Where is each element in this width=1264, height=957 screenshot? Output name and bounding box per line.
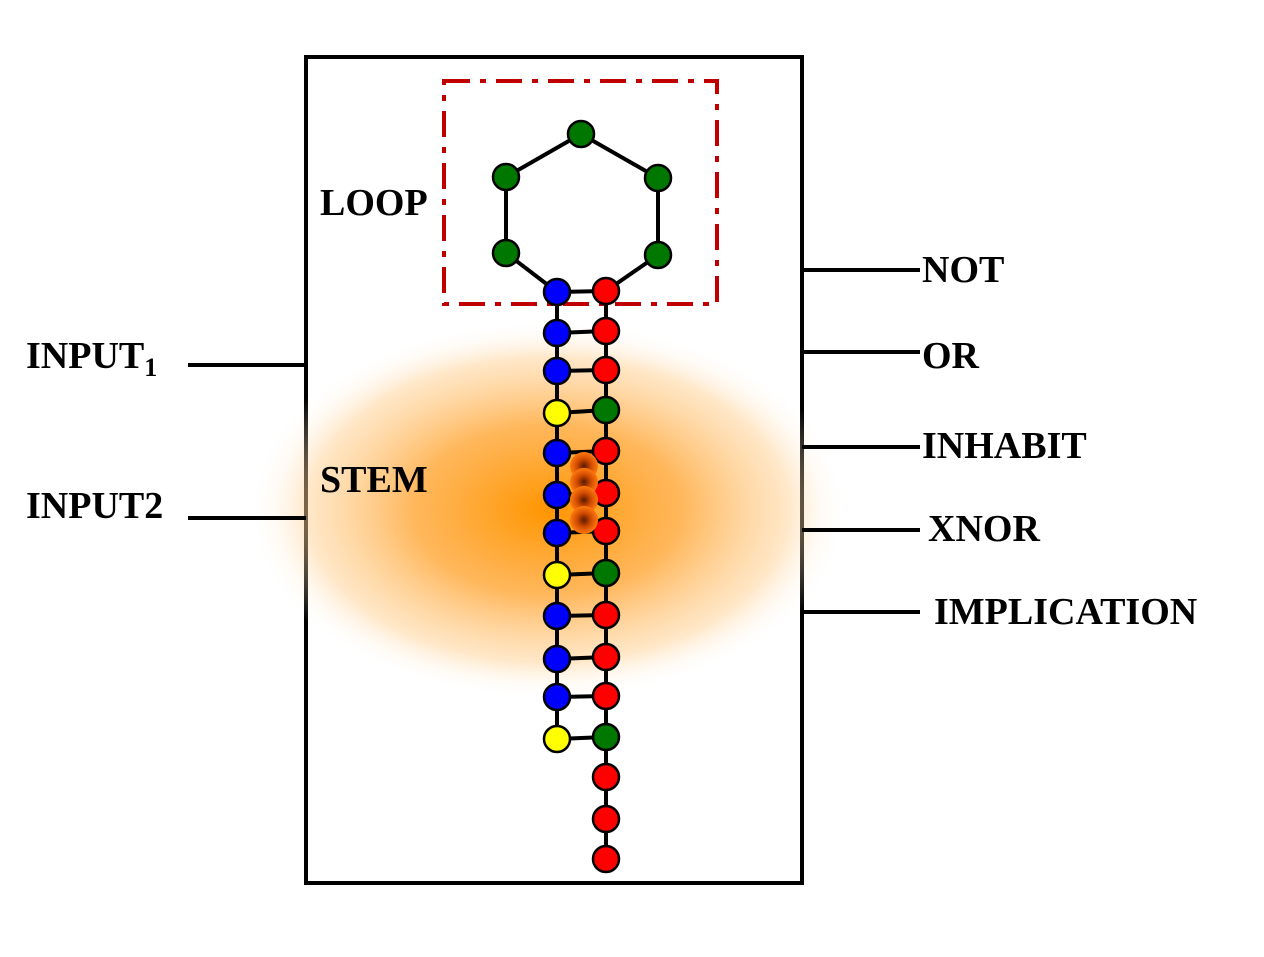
left-strand-nucleotide — [542, 682, 572, 712]
right-strand-nucleotide — [591, 600, 621, 630]
loop-nucleotide — [566, 119, 596, 149]
left-strand-nucleotide — [542, 560, 572, 590]
output-not: NOT — [922, 249, 1004, 291]
right-strand-nucleotide — [591, 395, 621, 425]
output-inhabit: INHABIT — [922, 425, 1087, 467]
left-strand-nucleotide — [542, 644, 572, 674]
output-or: OR — [922, 335, 980, 377]
right-strand-nucleotide — [591, 316, 621, 346]
loop-edge — [580, 132, 659, 180]
stem-glow — [248, 320, 848, 700]
loop-box — [442, 79, 719, 306]
input1-subscript: 1 — [144, 353, 157, 382]
right-strand-nucleotide — [591, 642, 621, 672]
right-strand-nucleotide — [591, 681, 621, 711]
right-strand-nucleotide — [591, 436, 621, 466]
input2-label: INPUT2 — [26, 485, 163, 527]
output-xnor: XNOR — [928, 508, 1040, 550]
left-strand-nucleotide — [542, 318, 572, 348]
loop-label: LOOP — [320, 182, 428, 224]
left-strand-nucleotide — [542, 356, 572, 386]
intercalator-blob — [570, 506, 598, 534]
left-strand-nucleotide — [542, 518, 572, 548]
intercalator-blobs — [570, 452, 598, 534]
stem-label: STEM — [320, 459, 428, 501]
left-strand-nucleotide — [542, 480, 572, 510]
loop-edge — [505, 132, 582, 179]
left-strand-nucleotide — [542, 277, 572, 307]
right-strand-nucleotide — [591, 804, 621, 834]
loop-nucleotide — [643, 240, 673, 270]
intercalator-blob — [570, 486, 598, 514]
left-strand-nucleotide — [542, 398, 572, 428]
right-strand-nucleotide — [591, 722, 621, 752]
input1-label: INPUT1 — [26, 335, 157, 382]
loop-nucleotide — [491, 238, 521, 268]
right-strand-nucleotide — [591, 276, 621, 306]
right-strand-nucleotide — [591, 762, 621, 792]
left-strand-nucleotide — [542, 601, 572, 631]
left-strand-nucleotide — [542, 438, 572, 468]
loop-nucleotide — [643, 163, 673, 193]
loop-nucleotide — [491, 162, 521, 192]
output-implication: IMPLICATION — [934, 591, 1197, 633]
left-strand-nucleotide — [542, 724, 572, 754]
input1-text: INPUT — [26, 335, 144, 377]
right-strand-nucleotide — [591, 355, 621, 385]
right-strand-nucleotide — [591, 516, 621, 546]
io-lines — [188, 268, 920, 614]
right-strand-nucleotide — [591, 844, 621, 874]
nucleotides — [491, 119, 673, 874]
right-strand-nucleotide — [591, 558, 621, 588]
